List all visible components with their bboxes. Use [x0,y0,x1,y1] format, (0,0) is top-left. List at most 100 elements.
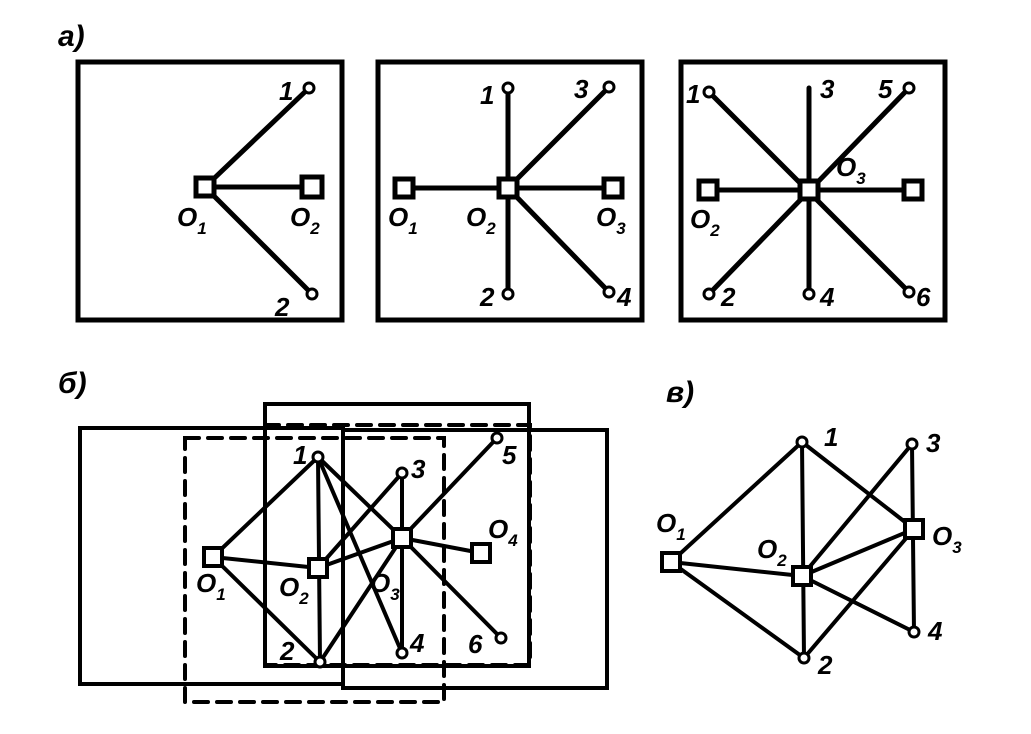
edge [800,442,914,578]
panel-a-frame-1 [75,59,345,323]
node-label: 5 [502,440,517,470]
station-marker [299,174,325,200]
station-label: O2 [757,534,787,570]
frame-o4 [263,402,531,668]
node-label: 2 [479,282,495,312]
node-label: 4 [927,616,943,646]
edge [400,536,503,640]
node-label: 1 [686,79,700,109]
node-label: 1 [824,422,838,452]
station-marker [901,178,925,202]
station-marker [660,551,682,573]
panel-v [660,435,925,665]
panel-a-frame-3 [678,59,948,323]
node-marker [395,646,409,660]
station-marker [202,546,224,568]
edge [669,440,804,564]
station-marker [791,565,813,587]
node-label: 1 [480,80,494,110]
node-marker [395,466,409,480]
station-label: O3 [836,152,866,188]
edge [505,84,612,191]
node-label: 6 [916,282,931,312]
node-label: 4 [819,282,835,312]
edge [400,436,499,540]
edge [316,536,404,570]
node-label: 2 [274,292,290,322]
frame-o2 [183,436,446,704]
node-marker [702,287,716,301]
station-label: O2 [466,202,496,238]
edge [400,536,483,555]
node-label: 1 [279,76,293,106]
station-marker [797,178,821,202]
edge [211,555,320,570]
node-marker [907,625,921,639]
edge [800,574,916,634]
node-marker [797,651,811,665]
edge [211,455,320,559]
edge [316,471,404,570]
node-marker [494,631,508,645]
node-marker [802,287,816,301]
node-marker [501,287,515,301]
edge [669,560,804,578]
node-label: 4 [616,282,632,312]
panel-label-v: в) [666,376,694,409]
node-marker [902,81,916,95]
panel-label-b: б) [58,367,87,400]
node-label: 3 [411,454,426,484]
node-marker [602,80,616,94]
labels: а) б) в) 1 2 O1 O2 1 3 2 4 O1 O2 O3 1 3 … [58,20,962,680]
node-label: 3 [926,428,941,458]
station-marker [696,178,720,202]
node-label: 1 [293,440,307,470]
panel-label-a: а) [58,20,85,53]
station-marker [391,527,413,549]
edge [202,184,315,297]
station-label: O2 [290,202,320,238]
station-marker [307,557,329,579]
node-marker [490,431,504,445]
node-marker [302,81,316,95]
edge [802,527,916,660]
node-marker [905,437,919,451]
station-label: O3 [596,202,626,238]
edge [800,440,806,660]
node-marker [501,81,515,95]
panel-a-frame-2 [375,59,645,323]
node-marker [305,287,319,301]
node-label: 4 [409,628,425,658]
edge [505,185,612,295]
node-label: 2 [720,282,736,312]
node-marker [702,85,716,99]
station-label: O2 [279,572,309,608]
station-marker [496,176,520,200]
edge [211,555,322,664]
station-label: O1 [656,508,686,544]
node-label: 3 [820,74,835,104]
station-label: O3 [932,521,962,557]
panel-a [75,59,948,323]
node-marker [313,655,327,669]
station-label: O4 [488,514,518,550]
node-label: 2 [279,636,295,666]
edge [318,536,404,664]
station-marker [903,518,925,540]
edge [316,455,404,540]
node-label: 5 [878,74,893,104]
station-label: O3 [370,568,400,604]
node-label: 3 [574,74,589,104]
station-marker [601,176,625,200]
edge [669,560,806,660]
station-label: O1 [388,202,418,238]
edge [800,440,916,531]
station-marker [392,176,416,200]
node-label: 6 [468,629,483,659]
station-label: O1 [177,202,207,238]
node-marker [902,285,916,299]
station-marker [470,542,492,564]
station-label: O1 [196,568,226,604]
node-marker [311,450,325,464]
